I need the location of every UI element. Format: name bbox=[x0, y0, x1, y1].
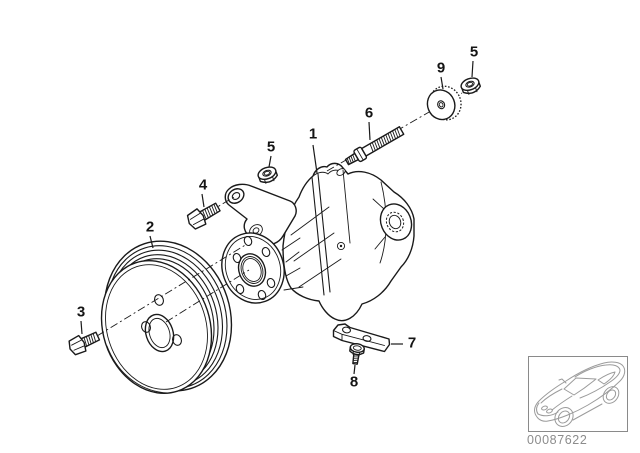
pump-body-part bbox=[281, 162, 415, 322]
callout-6[interactable]: 6 bbox=[364, 104, 374, 122]
car-thumbnail-frame bbox=[528, 356, 628, 432]
car-sedan-icon bbox=[534, 361, 626, 427]
screw-8-part bbox=[349, 343, 365, 365]
stud-6-part bbox=[344, 126, 405, 166]
callout-8[interactable]: 8 bbox=[349, 373, 359, 391]
callout-2[interactable]: 2 bbox=[145, 218, 155, 236]
callout-4[interactable]: 4 bbox=[198, 176, 208, 194]
callout-1[interactable]: 1 bbox=[308, 125, 318, 143]
knurled-washer-9-part bbox=[426, 85, 462, 121]
nut-5-left-part bbox=[257, 166, 279, 184]
mounting-flange-part bbox=[221, 232, 285, 304]
callout-9[interactable]: 9 bbox=[436, 59, 446, 77]
bolt-4-part bbox=[186, 202, 221, 230]
callout-3[interactable]: 3 bbox=[76, 303, 86, 321]
callout-leader-lines bbox=[80, 60, 474, 375]
nut-5-right-part bbox=[460, 77, 482, 95]
callout-5-left[interactable]: 5 bbox=[266, 138, 276, 156]
car-thumbnail bbox=[528, 356, 628, 432]
bolt-3-part bbox=[68, 331, 101, 356]
callout-5-right[interactable]: 5 bbox=[469, 43, 479, 61]
document-number: 00087622 bbox=[527, 433, 588, 447]
callout-7[interactable]: 7 bbox=[407, 334, 417, 352]
pulley-part bbox=[100, 240, 233, 394]
bracket-7-part bbox=[332, 323, 391, 353]
